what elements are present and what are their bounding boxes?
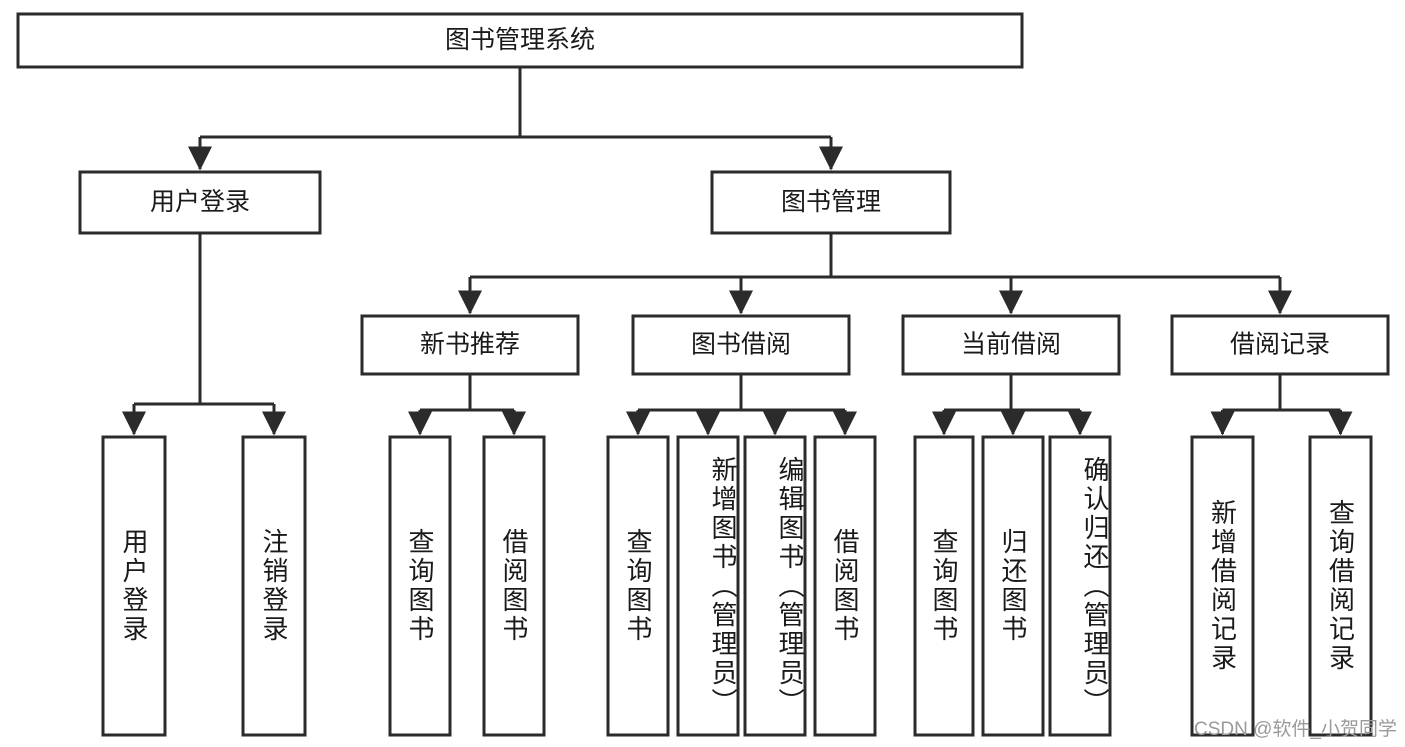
- node-level3-box-1[interactable]: [631, 314, 851, 376]
- node-leaf-box-2[interactable]: [388, 435, 452, 737]
- node-leaf-box-12[interactable]: [1308, 435, 1373, 737]
- node-level3-box-2[interactable]: [901, 314, 1121, 376]
- node-level3-box-3[interactable]: [1170, 314, 1390, 376]
- connector-layer: [122, 67, 1353, 436]
- node-leaf-box-4[interactable]: [606, 435, 670, 737]
- node-leaf-box-3[interactable]: [482, 435, 546, 737]
- node-leaf-box-10[interactable]: [1048, 435, 1112, 737]
- node-level2-label-0: 用户登录: [150, 188, 250, 216]
- node-leaf-box-1[interactable]: [241, 435, 307, 737]
- node-level3-label-2: 当前借阅: [961, 331, 1061, 359]
- node-leaf-box-8[interactable]: [913, 435, 975, 737]
- node-root-box[interactable]: [16, 12, 1024, 69]
- node-root-label: 图书管理系统: [445, 26, 595, 54]
- node-level3-label-3: 借阅记录: [1230, 331, 1330, 359]
- node-level3-box-0[interactable]: [360, 314, 580, 376]
- node-level3-label-0: 新书推荐: [420, 331, 520, 359]
- node-leaf-box-11[interactable]: [1190, 435, 1255, 737]
- node-level2-label-1: 图书管理: [781, 188, 881, 216]
- node-leaf-box-9[interactable]: [981, 435, 1045, 737]
- node-leaf-box-6[interactable]: [743, 435, 807, 737]
- node-level2-box-1[interactable]: [710, 170, 952, 235]
- node-leaf-box-5[interactable]: [676, 435, 740, 737]
- node-leaf-box-7[interactable]: [813, 435, 877, 737]
- node-leaf-box-0[interactable]: [101, 435, 167, 737]
- node-level2-box-0[interactable]: [78, 170, 322, 235]
- node-box-layer: [16, 12, 1390, 737]
- node-level3-label-1: 图书借阅: [691, 331, 791, 359]
- csdn-watermark: CSDN @软件_小贺同学: [1194, 719, 1397, 740]
